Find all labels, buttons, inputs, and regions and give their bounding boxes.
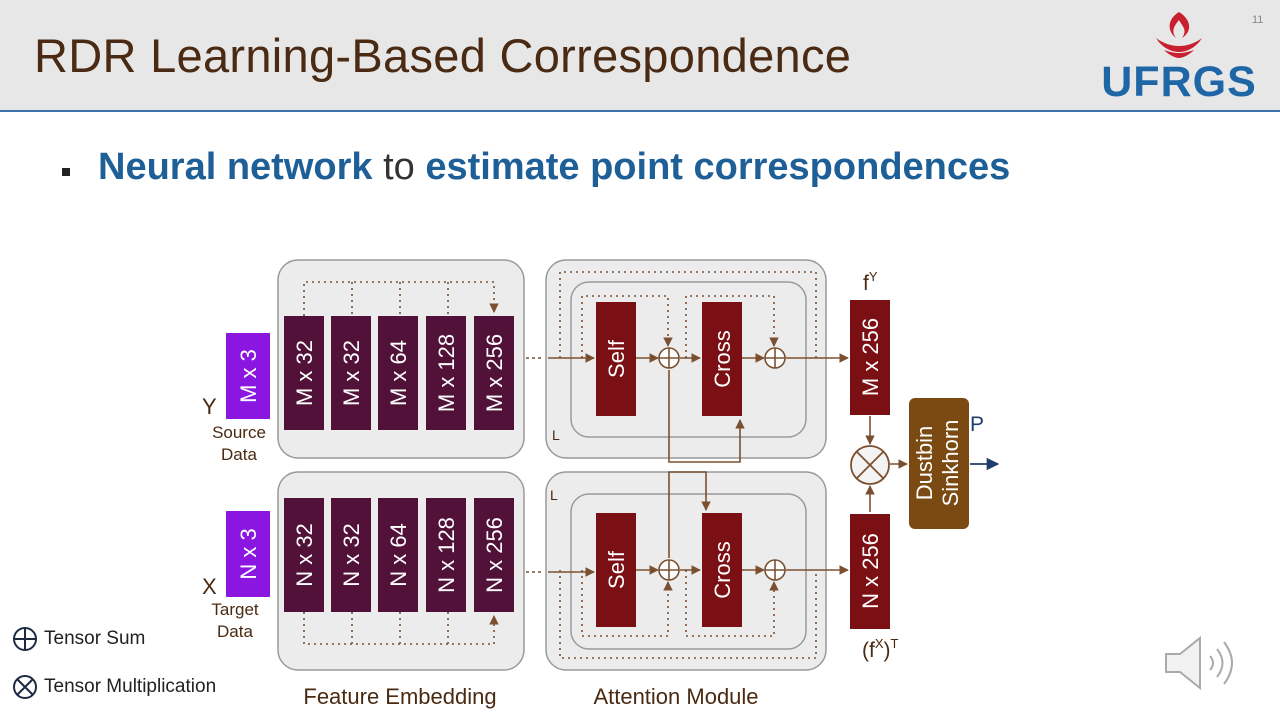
target-layer-1-label: N x 32 [292, 523, 317, 587]
bullet-part-1: Neural network [98, 146, 373, 188]
source-layer-1-label: M x 32 [292, 340, 317, 406]
source-layer-3-label: M x 64 [386, 340, 411, 406]
slide-header: RDR Learning-Based Correspondence 11 UFR… [0, 0, 1280, 112]
target-layer-4-label: N x 128 [434, 517, 459, 593]
target-layer-2 [331, 498, 371, 612]
target-self-label: Self [604, 550, 629, 589]
target-loop-label: L [550, 487, 558, 503]
speaker-icon[interactable] [1160, 630, 1240, 696]
sinkhorn-label-1: Dustbin [912, 426, 937, 501]
source-layer-stack [284, 316, 514, 430]
target-caption-1: Target [211, 600, 259, 619]
source-feature-label: M x 256 [858, 318, 883, 396]
attention-module-label: Attention Module [593, 684, 758, 709]
target-layer-stack [284, 498, 514, 612]
target-layer-5 [474, 498, 514, 612]
source-layer-2-label: M x 32 [339, 340, 364, 406]
target-layer-1 [284, 498, 324, 612]
source-input-box [226, 333, 270, 419]
target-caption-2: Data [217, 622, 253, 641]
source-cross-block [702, 302, 742, 416]
source-symbol: Y [202, 394, 217, 419]
p-label: P [970, 413, 984, 436]
source-layer-3 [378, 316, 418, 430]
source-layer-2 [331, 316, 371, 430]
source-feature-box [850, 300, 890, 415]
source-caption-2: Data [221, 445, 257, 464]
source-layer-5-label: M x 256 [482, 334, 507, 412]
fy-label: fY [863, 269, 878, 295]
target-symbol: X [202, 574, 217, 599]
source-layer-4-label: M x 128 [434, 334, 459, 412]
sinkhorn-label-2: Sinkhorn [938, 420, 963, 507]
target-feature-box [850, 514, 890, 629]
ufrgs-logo: UFRGS [1096, 8, 1262, 106]
target-feature-label: N x 256 [858, 533, 883, 609]
source-cross-label: Cross [710, 330, 735, 387]
legend-tensor-multiplication: Tensor Multiplication [12, 674, 216, 700]
source-attention-inner [570, 281, 807, 438]
fx-label: (fX)T [862, 636, 899, 662]
target-layer-5-label: N x 256 [482, 517, 507, 593]
target-cross-block [702, 513, 742, 627]
bullet-text: Neural network to estimate point corresp… [98, 146, 1010, 189]
target-layer-3-label: N x 64 [386, 523, 411, 587]
source-layer-5 [474, 316, 514, 430]
source-caption-1: Source [212, 423, 266, 442]
tensor-multiplication-legend-icon [13, 675, 37, 699]
legend-mul-label: Tensor Multiplication [44, 676, 217, 698]
sinkhorn-box [909, 398, 969, 529]
flame-icon [1156, 12, 1202, 58]
bullet-part-2: to [372, 146, 426, 188]
target-layer-3 [378, 498, 418, 612]
source-self-block [596, 302, 636, 416]
bullet-part-3: estimate point correspondences [425, 146, 1011, 188]
source-self-label: Self [604, 339, 629, 378]
legend-sum-label: Tensor Sum [44, 628, 146, 650]
source-input-label: M x 3 [236, 349, 261, 403]
target-input-label: N x 3 [236, 528, 261, 579]
target-layer-4 [426, 498, 466, 612]
target-input-box [226, 511, 270, 597]
target-layer-2-label: N x 32 [339, 523, 364, 587]
source-loop-label: L [552, 427, 560, 443]
legend-tensor-sum: Tensor Sum [12, 626, 145, 652]
tensor-sum-icon [13, 627, 37, 651]
bullet-marker [62, 168, 70, 176]
source-layer-1 [284, 316, 324, 430]
slide-title: RDR Learning-Based Correspondence [34, 29, 852, 82]
slide-number: 11 [1252, 14, 1264, 26]
logo-text: UFRGS [1101, 58, 1257, 106]
target-cross-label: Cross [710, 541, 735, 598]
target-self-block [596, 513, 636, 627]
feature-embedding-label: Feature Embedding [303, 684, 496, 709]
source-layer-4 [426, 316, 466, 430]
